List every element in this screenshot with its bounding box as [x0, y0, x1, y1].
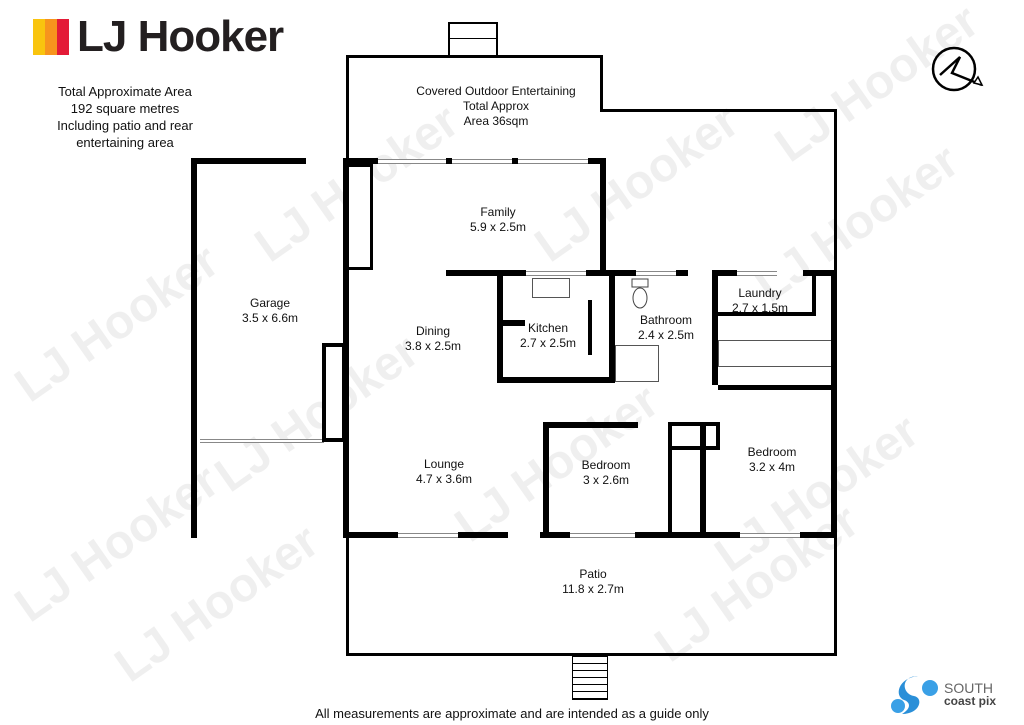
south-coast-pix-logo: SOUTH coast pix	[890, 672, 996, 718]
south-coast-pix-mark-icon	[891, 676, 938, 714]
lj-hooker-logo: LJ Hooker	[33, 13, 284, 61]
watermark: LJ Hooker	[205, 324, 429, 503]
outdoor-fixture	[448, 22, 498, 57]
disclaimer: All measurements are approximate and are…	[315, 706, 709, 721]
watermark: LJ Hooker	[445, 374, 669, 553]
stairs	[572, 656, 608, 700]
toilet-icon	[631, 278, 649, 309]
watermark: LJ Hooker	[745, 134, 969, 313]
north-arrow-icon	[931, 46, 984, 92]
